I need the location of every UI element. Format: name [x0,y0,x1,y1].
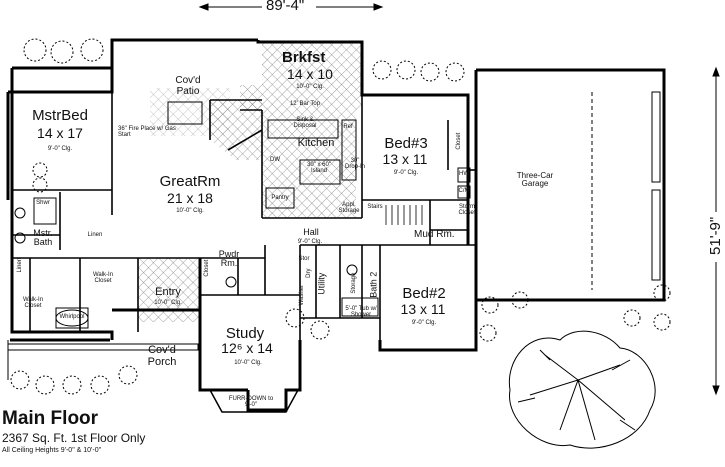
linen2-label: Linen [16,257,23,273]
plan-sqft: 2367 Sq. Ft. 1st Floor Only [2,431,146,445]
garage-name: Three-Car Garage [516,171,554,189]
kitchen-island: 30" x 60" Island [307,162,331,175]
fireplace-label: 36" Fire Place w/ Gas Start [118,126,176,139]
kitchen-sink: Sink & Disposal [293,117,317,130]
kitchen-name: Kitchen [297,137,335,149]
bath2-storage: Storage [350,272,357,294]
garage-cm: C/M [458,188,470,194]
greatrm-ceiling: 10'-0" Clg. [176,208,204,214]
study-name: Study [225,325,265,342]
hall-name: Hall [303,227,319,237]
walkin2-name: Walk-In Closet [92,272,114,285]
kitchen-appl: Appl. Storage [338,202,360,215]
bed2-size: 13 x 11 [400,301,446,317]
bed3-ceiling: 9'-0" Clg. [393,170,419,176]
kitchen-dropin: 30" Drop-In [344,158,365,171]
patio-name: Cov'd Patio [175,75,201,97]
shrubs [10,38,671,395]
pwdr-closet: Closet [203,259,210,277]
mstrbath-name: Mstr. Bath [33,228,53,248]
study-bay-window [209,389,299,413]
width-dimension: 89'-4" [266,0,305,14]
garage-hw: HW [459,171,469,177]
study-size: 12⁶ x 14 [221,340,273,356]
porch-railing [7,340,199,380]
mstrbath-shwr: Shwr [36,200,50,206]
exterior-walls [6,38,666,412]
interior-walls [12,92,476,340]
bed3-name: Bed#3 [384,135,428,152]
mudrm-name: Mud Rm. [414,229,455,240]
tree-drawing [508,330,656,449]
hall-ceiling: 9'-0" Clg. [297,239,323,245]
brkfst-ceiling: 10'-0" Clg. [296,84,324,90]
bed3-closet: Closet [455,132,462,150]
garage-doors [591,91,661,290]
bath2-name: Bath 2 [368,271,379,298]
stairs-label: Stairs [367,204,383,210]
mstrbed-name: MstrBed [32,107,88,124]
depth-dimension-line [712,66,720,396]
garage-storm: Storm Closet [458,204,476,217]
pwdr-name: Pwdr Rm. [218,249,240,269]
utility-dryer: Dry [305,268,312,278]
utility-name: Utility [316,272,327,295]
mstrbath-linen: Linen [87,232,103,238]
entry-name: Entry [155,286,181,298]
bed2-name: Bed#2 [402,285,446,302]
greatrm-size: 21 x 18 [167,190,213,206]
bed2-ceiling: 9'-0" Clg. [411,320,437,326]
bath2-tub: 5'-0" Tub w/ Shower [345,306,377,319]
mstrbed-size: 14 x 17 [37,125,83,141]
utility-stor: Stor [298,256,310,262]
kitchen-pantry: Pantry [271,195,289,201]
mstrbed-ceiling: 9'-0" Clg. [47,146,73,152]
study-ceiling: 10'-0" Clg. [234,360,262,366]
depth-dimension: 51'-9" [707,216,725,255]
entry-ceiling: 10'-0" Clg. [154,300,182,306]
width-dimension-line [198,3,384,11]
greatrm-name: GreatRm [159,173,221,190]
walkin1-name: Walk-In Closet [22,297,44,310]
plan-ceilings: All Ceiling Heights 9'-0" & 10'-0" [2,447,102,454]
kitchen-ref: Ref [343,124,353,130]
plan-title: Main Floor [2,408,99,429]
kitchen-dw: DW [270,157,280,163]
utility-washer: Washer [298,284,305,306]
brkfst-size: 14 x 10 [287,66,333,82]
study-furr: FURR-DOWN to 9'-0" [228,396,274,409]
bar-label: 12' Bar Top [289,101,321,107]
porch-name: Cov'd Porch [147,344,177,368]
stairs-graphic [385,205,423,225]
brkfst-name: Brkfst [282,49,326,66]
fixtures [14,101,471,329]
mstrbath-whirlpool: Whirlpool [59,314,85,320]
bed3-size: 13 x 11 [382,151,428,167]
